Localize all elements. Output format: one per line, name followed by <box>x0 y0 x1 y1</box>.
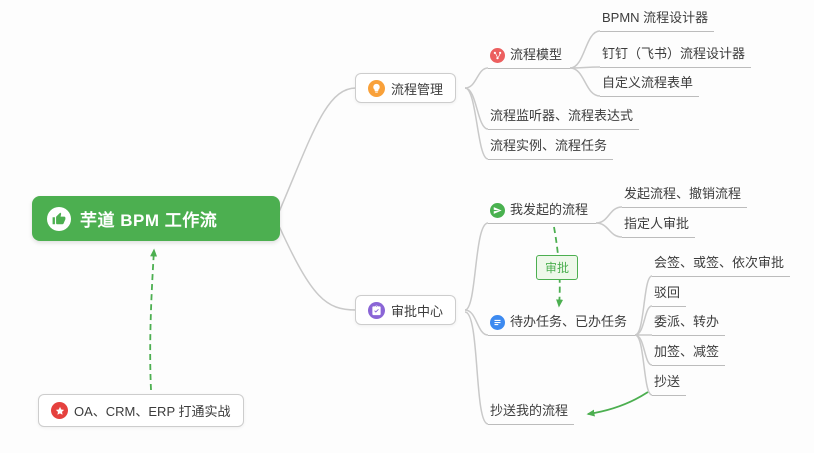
topic-add-remove-sign-label: 加签、减签 <box>654 344 720 359</box>
root-topic-label: 芋道 BPM 工作流 <box>80 211 218 230</box>
topic-custom-form-label: 自定义流程表单 <box>602 75 694 90</box>
topic-approval-center[interactable]: 审批中心 <box>355 295 457 325</box>
topic-add-remove-sign[interactable]: 加签、减签 <box>652 344 726 366</box>
lightbulb-icon <box>368 79 385 97</box>
relationship-label-approval[interactable]: 审批 <box>536 255 579 280</box>
send-icon <box>490 202 505 218</box>
topic-process-listener-label: 流程监听器、流程表达式 <box>490 108 634 123</box>
topic-cc-my-process-label: 抄送我的流程 <box>490 403 569 418</box>
topic-my-started-process[interactable]: 我发起的流程 <box>488 202 597 224</box>
star-icon <box>51 402 68 419</box>
topic-cc-my-process[interactable]: 抄送我的流程 <box>488 403 575 425</box>
topic-countersign-label: 会签、或签、依次审批 <box>654 255 785 270</box>
topic-assignee-approval[interactable]: 指定人审批 <box>622 216 696 238</box>
relationship-label-approval-text: 审批 <box>545 261 570 275</box>
topic-delegate-transfer[interactable]: 委派、转办 <box>652 314 726 336</box>
topic-process-instance-label: 流程实例、流程任务 <box>490 138 608 153</box>
thumbs-up-icon <box>47 206 71 231</box>
cc-flow-arrow <box>586 391 649 417</box>
topic-bpmn-designer[interactable]: BPMN 流程设计器 <box>600 10 715 32</box>
topic-process-management-label: 流程管理 <box>391 81 444 97</box>
task-list-icon <box>490 314 505 330</box>
topic-process-listener[interactable]: 流程监听器、流程表达式 <box>488 108 640 130</box>
clipboard-check-icon <box>368 301 385 319</box>
topic-todo-done-tasks-label: 待办任务、已办任务 <box>510 314 628 329</box>
practice-note-label: OA、CRM、ERP 打通实战 <box>74 404 231 419</box>
root-topic[interactable]: 芋道 BPM 工作流 <box>32 196 280 241</box>
topic-process-model-label: 流程模型 <box>510 47 563 62</box>
model-icon <box>490 47 505 63</box>
topic-dingtalk-designer[interactable]: 钉钉（飞书）流程设计器 <box>600 46 752 68</box>
topic-start-cancel-process-label: 发起流程、撤销流程 <box>624 186 742 201</box>
topic-my-started-process-label: 我发起的流程 <box>510 202 589 217</box>
topic-reject[interactable]: 驳回 <box>652 285 687 307</box>
topic-cc[interactable]: 抄送 <box>652 374 687 396</box>
topic-dingtalk-designer-label: 钉钉（飞书）流程设计器 <box>602 46 746 61</box>
practice-note[interactable]: OA、CRM、ERP 打通实战 <box>38 394 244 427</box>
topic-approval-center-label: 审批中心 <box>391 303 444 319</box>
topic-process-model[interactable]: 流程模型 <box>488 47 571 69</box>
topic-process-management[interactable]: 流程管理 <box>355 73 457 103</box>
topic-process-instance[interactable]: 流程实例、流程任务 <box>488 138 614 160</box>
topic-assignee-approval-label: 指定人审批 <box>624 216 690 231</box>
topic-bpmn-designer-label: BPMN 流程设计器 <box>602 10 709 25</box>
topic-countersign[interactable]: 会签、或签、依次审批 <box>652 255 791 277</box>
branch-connectors <box>278 30 653 425</box>
topic-custom-form[interactable]: 自定义流程表单 <box>600 75 700 97</box>
topic-delegate-transfer-label: 委派、转办 <box>654 314 720 329</box>
topic-todo-done-tasks[interactable]: 待办任务、已办任务 <box>488 314 636 336</box>
practice-link-arrow <box>149 248 158 391</box>
topic-cc-label: 抄送 <box>654 374 681 389</box>
topic-reject-label: 驳回 <box>654 285 681 300</box>
topic-start-cancel-process[interactable]: 发起流程、撤销流程 <box>622 186 748 208</box>
